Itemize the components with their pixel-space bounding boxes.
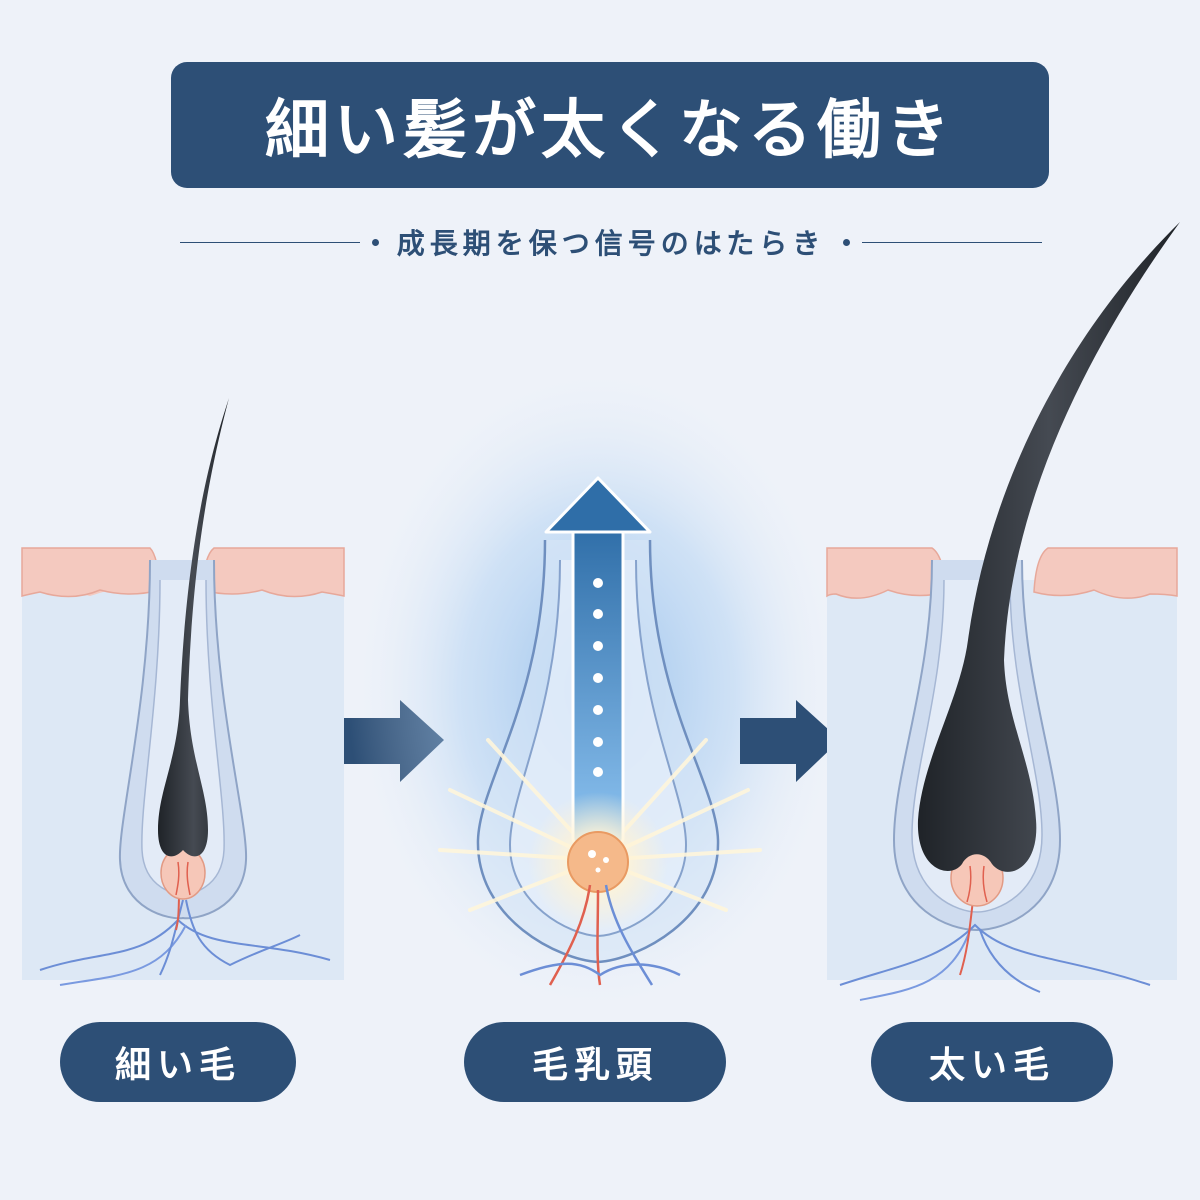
thin-hair-follicle-icon xyxy=(21,398,345,986)
dermal-papilla-signal-icon xyxy=(348,360,848,1020)
subtitle-row: 成長期を保つ信号のはたらき xyxy=(180,222,1043,262)
page-title: 細い髪が太くなる働き xyxy=(265,94,955,168)
right-arrow-icon xyxy=(740,700,840,782)
subtitle-dot-right xyxy=(843,238,851,246)
stage-label-thick-hair: 太い毛 xyxy=(871,1022,1113,1102)
stage-label-dermal-papilla: 毛乳頭 xyxy=(464,1022,726,1102)
subtitle: 成長期を保つ信号のはたらき xyxy=(396,227,826,260)
title-banner: 細い髪が太くなる働き xyxy=(171,62,1049,188)
thick-hair-follicle-icon xyxy=(826,222,1180,1001)
stage-label-text: 太い毛 xyxy=(928,1045,1055,1086)
stage-label-thin-hair: 細い毛 xyxy=(60,1022,296,1102)
subtitle-dot-left xyxy=(371,238,379,246)
subtitle-line-right xyxy=(862,241,1043,243)
stage-label-text: 細い毛 xyxy=(114,1045,241,1086)
stage-label-text: 毛乳頭 xyxy=(531,1045,658,1086)
subtitle-line-left xyxy=(180,241,360,243)
